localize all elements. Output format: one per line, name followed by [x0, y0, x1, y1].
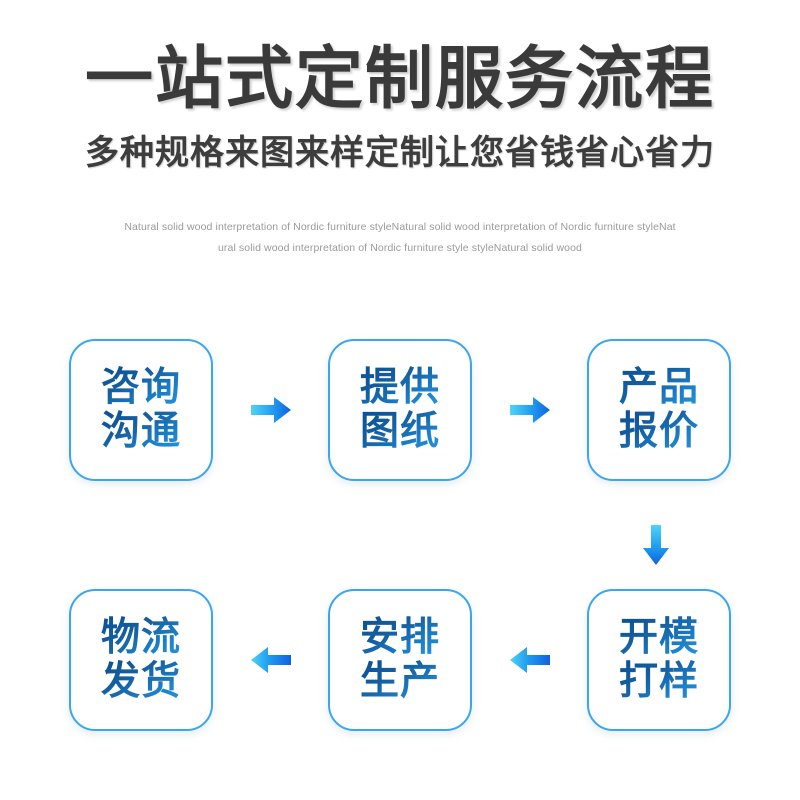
- description-line-1: Natural solid wood interpretation of Nor…: [124, 220, 676, 233]
- flow-connector-bottom-2: [472, 591, 587, 729]
- flow-step-production[interactable]: 安排 生产: [328, 589, 472, 731]
- flow-step-label-line1: 开模: [618, 616, 699, 660]
- flow-step-label-line1: 产品: [618, 366, 699, 410]
- flow-row-top: 咨询 沟通 提供 图纸: [0, 339, 800, 481]
- page-subtitle: 多种规格来图来样定制让您省钱省心省力: [85, 134, 715, 173]
- flow-step-consult[interactable]: 咨询 沟通: [69, 339, 213, 481]
- flow-step-label-line1: 提供: [359, 366, 440, 410]
- flow-step-label-line1: 物流: [100, 616, 181, 660]
- flow-step-drawings[interactable]: 提供 图纸: [328, 339, 472, 481]
- flow-row-bottom: 物流 发货 安排 生产: [0, 589, 800, 731]
- flow-step-label-line1: 安排: [359, 616, 440, 660]
- arrow-right-icon: [509, 397, 550, 423]
- flow-step-label-line2: 图纸: [359, 410, 440, 453]
- flow-connector-top-2: [472, 341, 587, 479]
- arrow-down-icon: [642, 525, 669, 565]
- flow-connector-top-1: [213, 341, 328, 479]
- header: 一站式定制服务流程 多种规格来图来样定制让您省钱省心省力: [0, 0, 800, 173]
- flow-step-label-line2: 报价: [618, 410, 699, 453]
- flow-connector-bottom-1: [213, 591, 328, 729]
- process-flow-diagram: 咨询 沟通 提供 图纸: [0, 332, 800, 762]
- arrow-left-icon: [250, 647, 291, 673]
- description-paragraph: Natural solid wood interpretation of Nor…: [70, 217, 730, 259]
- flow-step-label-line2: 生产: [359, 660, 440, 703]
- flow-connector-down: [0, 510, 800, 580]
- page-title: 一站式定制服务流程: [84, 41, 715, 117]
- flow-step-label-line1: 咨询: [100, 366, 181, 410]
- flow-step-molding[interactable]: 开模 打样: [587, 589, 731, 731]
- flow-step-label-line2: 打样: [618, 660, 699, 703]
- flow-step-label-line2: 发货: [100, 660, 181, 703]
- arrow-left-icon: [509, 647, 550, 673]
- flow-step-shipping[interactable]: 物流 发货: [69, 589, 213, 731]
- flow-step-label-line2: 沟通: [100, 410, 181, 453]
- flow-step-quotation[interactable]: 产品 报价: [587, 339, 731, 481]
- arrow-right-icon: [250, 397, 291, 423]
- description-line-2: ural solid wood interpretation of Nordic…: [217, 241, 582, 254]
